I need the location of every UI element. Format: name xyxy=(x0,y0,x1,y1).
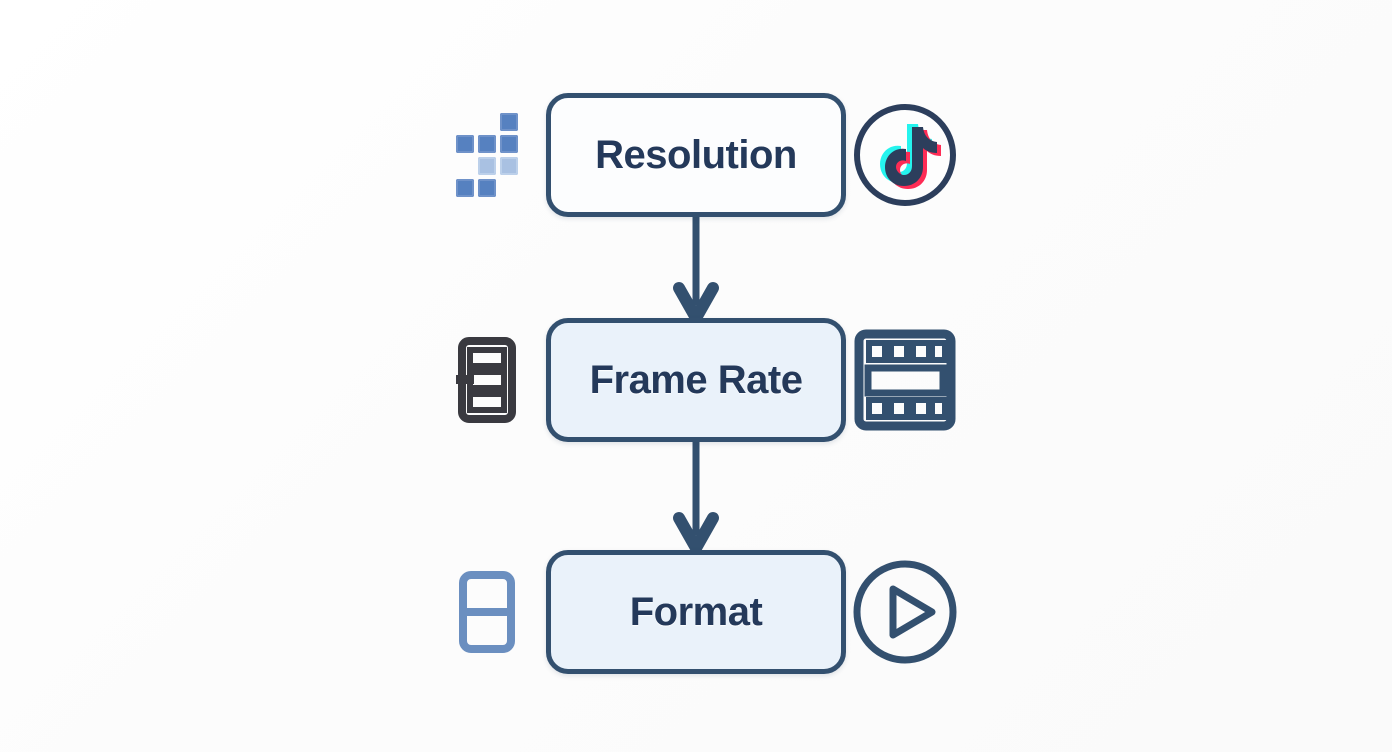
pixel-grid-icon xyxy=(428,93,546,217)
arrow-resolution-to-frame-rate xyxy=(666,202,726,324)
node-resolution-label: Resolution xyxy=(595,132,797,177)
node-resolution[interactable]: Resolution xyxy=(546,93,846,217)
flow-row-format: Format xyxy=(0,547,1392,677)
flow-row-frame-rate: Frame Rate xyxy=(0,315,1392,445)
split-rectangle-icon xyxy=(428,550,546,674)
node-format[interactable]: Format xyxy=(546,550,846,674)
flow-row-resolution: Resolution xyxy=(0,90,1392,220)
play-circle-icon xyxy=(846,550,964,674)
node-frame-rate-label: Frame Rate xyxy=(589,357,803,402)
node-frame-rate[interactable]: Frame Rate xyxy=(546,318,846,442)
film-strip-icon xyxy=(846,318,964,442)
server-list-icon xyxy=(428,318,546,442)
arrow-frame-rate-to-format xyxy=(666,428,726,556)
node-format-label: Format xyxy=(629,589,763,634)
tiktok-logo-icon xyxy=(846,93,964,217)
